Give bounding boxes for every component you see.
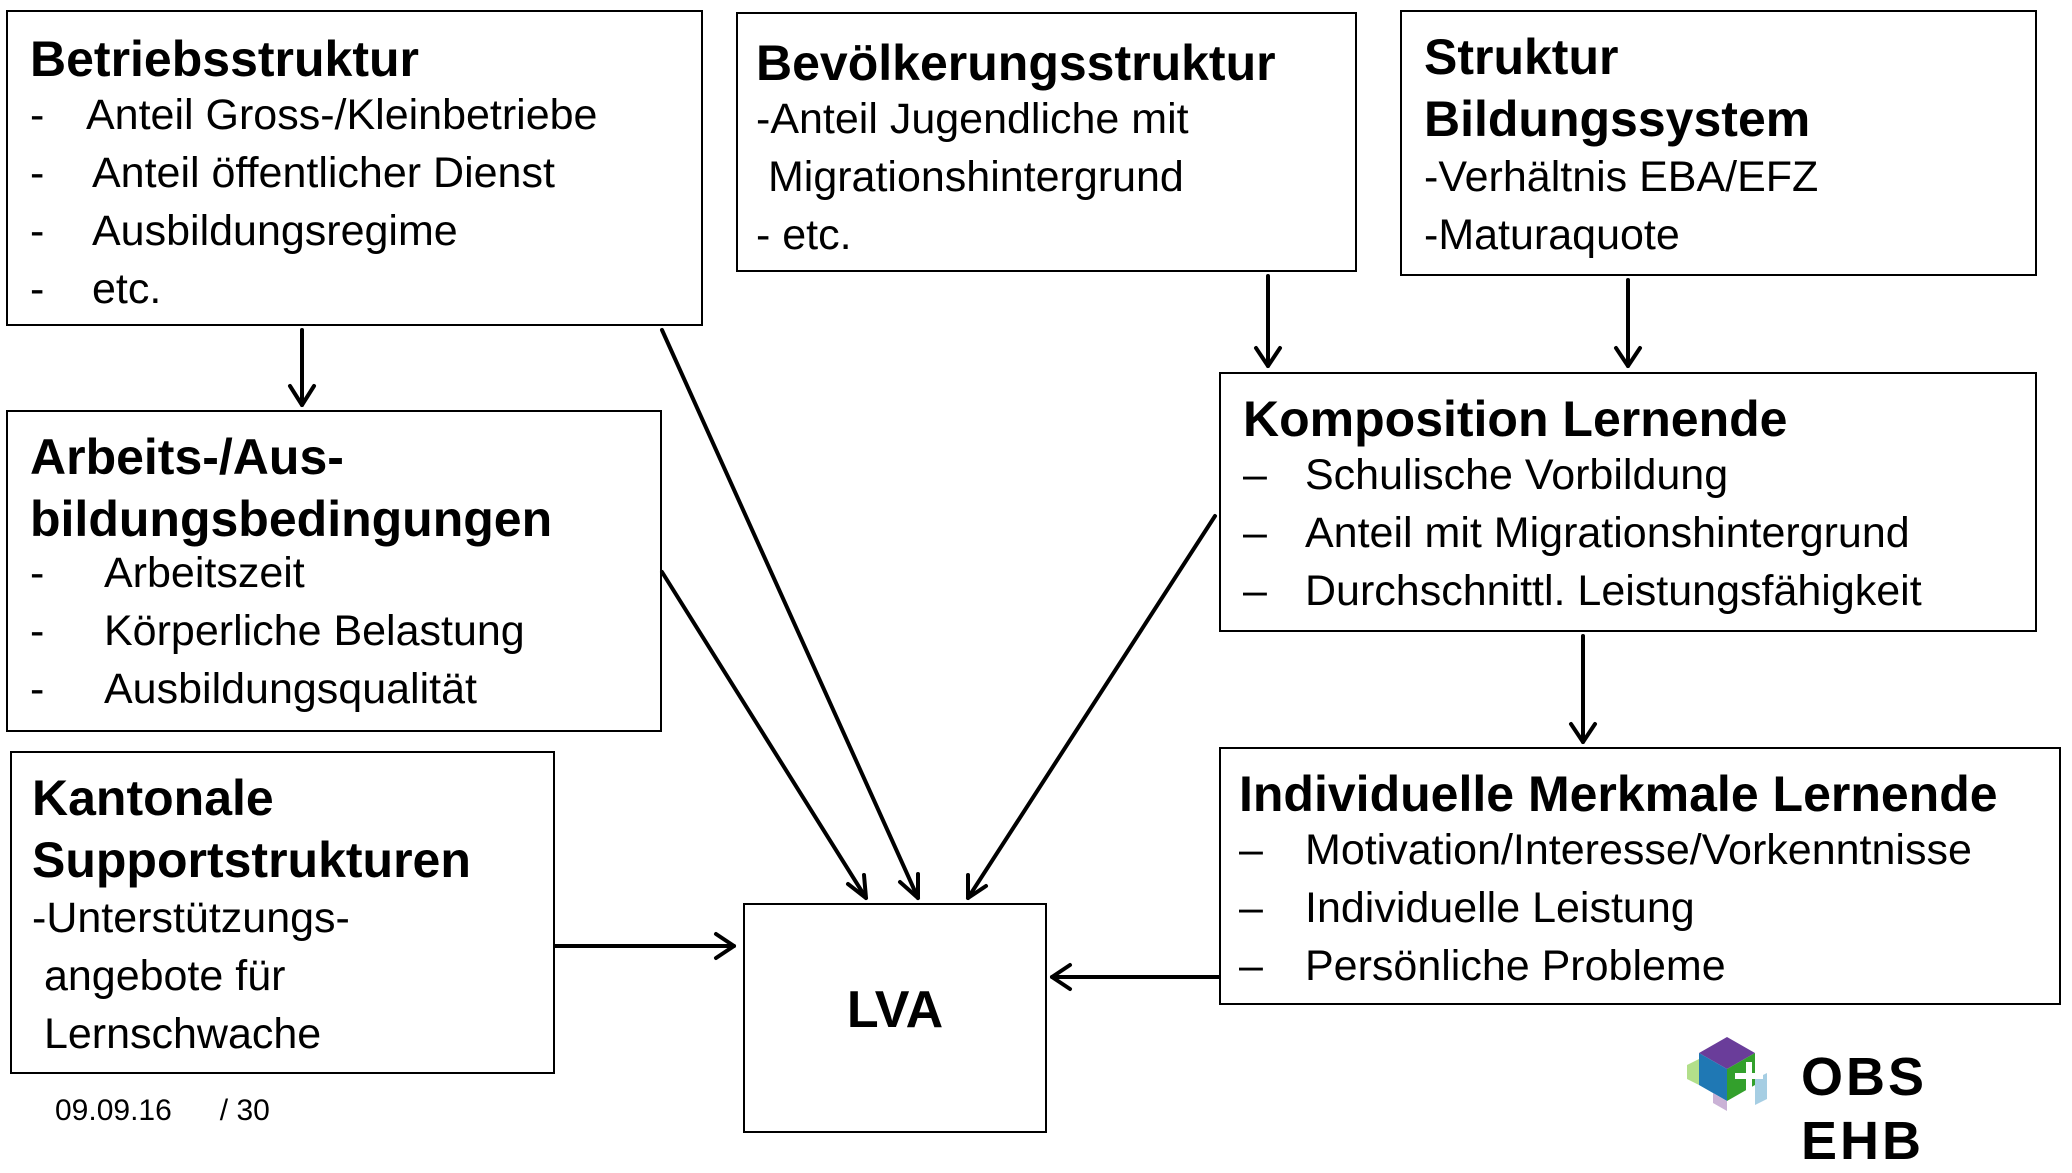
kantonale-supportstrukturen-title-line1: Kantonale bbox=[32, 770, 274, 826]
logo-cube-icon bbox=[1687, 1037, 1767, 1111]
lva-label: LVA bbox=[846, 981, 944, 1039]
arbeits-ausbildungsbedingungen-title-line1: Arbeits-/Aus- bbox=[30, 429, 344, 485]
arrowhead-komposition-to-lva bbox=[966, 873, 988, 900]
list-item: -Körperliche Belastung bbox=[30, 607, 525, 655]
connector-arrows bbox=[288, 274, 1642, 991]
betriebsstruktur-box: Betriebsstruktur -Anteil Gross-/Kleinbet… bbox=[6, 10, 703, 326]
arbeits-ausbildungsbedingungen-title-line2: bildungsbedingungen bbox=[30, 491, 553, 547]
arrowhead-bevoelkerung-to-komposition bbox=[1254, 346, 1282, 368]
struktur-bildungssystem-box: Struktur Bildungssystem -Verhältnis EBA/… bbox=[1400, 10, 2037, 276]
arbeits-ausbildungsbedingungen-box: Arbeits-/Aus- bildungsbedingungen -Arbei… bbox=[6, 410, 662, 732]
logo-text: OBS EHB bbox=[1801, 1047, 1928, 1171]
list-item: –Schulische Vorbildung bbox=[1243, 451, 1729, 499]
list-item: -etc. bbox=[30, 265, 162, 313]
list-item: –Anteil mit Migrationshintergrund bbox=[1243, 509, 1910, 557]
betriebsstruktur-title: Betriebsstruktur bbox=[30, 31, 419, 87]
arrow-arbeits-to-lva bbox=[660, 570, 868, 900]
list-item: -Ausbildungsregime bbox=[30, 207, 458, 255]
obs-ehb-logo: OBS EHB bbox=[1685, 1035, 2045, 1171]
list-item: -Ausbildungsqualität bbox=[30, 665, 477, 713]
slide-footer: 09.09.16 / 30 bbox=[55, 1093, 270, 1129]
lva-box: LVA bbox=[743, 903, 1047, 1133]
arrow-betrieb-to-lva bbox=[660, 328, 920, 900]
arrowhead-bildungssystem-to-komposition bbox=[1614, 346, 1642, 368]
struktur-bildungssystem-title-line1: Struktur bbox=[1424, 29, 1619, 85]
individuelle-merkmale-box: Individuelle Merkmale Lernende –Motivati… bbox=[1219, 747, 2061, 1005]
arrow-komposition-to-lva bbox=[966, 514, 1217, 900]
list-item: -Arbeitszeit bbox=[30, 549, 305, 597]
arrowhead-arbeits-to-lva bbox=[846, 873, 868, 900]
bevoelkerungsstruktur-title: Bevölkerungsstruktur bbox=[756, 35, 1276, 91]
list-item: -Unterstützungs- bbox=[32, 894, 350, 942]
footer-date: 09.09.16 bbox=[55, 1094, 172, 1127]
kantonale-supportstrukturen-box: Kantonale Supportstrukturen -Unterstützu… bbox=[10, 751, 555, 1074]
list-item: -Anteil Jugendliche mit bbox=[756, 95, 1189, 143]
list-item: –Motivation/Interesse/Vorkenntnisse bbox=[1239, 826, 1972, 874]
list-item: angebote für bbox=[32, 952, 286, 1000]
list-item: –Persönliche Probleme bbox=[1239, 942, 1726, 990]
arrowhead-betrieb-to-lva bbox=[898, 872, 920, 900]
list-item: Migrationshintergrund bbox=[756, 153, 1184, 201]
kantonale-supportstrukturen-title-line2: Supportstrukturen bbox=[32, 832, 471, 888]
list-item: -Anteil öffentlicher Dienst bbox=[30, 149, 555, 197]
footer-page: / 30 bbox=[219, 1094, 270, 1127]
list-item: –Individuelle Leistung bbox=[1239, 884, 1695, 932]
list-item: -Maturaquote bbox=[1424, 211, 1680, 259]
arrowhead-kantonale-to-lva bbox=[714, 932, 736, 960]
bevoelkerungsstruktur-box: Bevölkerungsstruktur -Anteil Jugendliche… bbox=[736, 12, 1357, 272]
arrowhead-betrieb-to-arbeits bbox=[288, 384, 316, 407]
list-item: -Verhältnis EBA/EFZ bbox=[1424, 153, 1819, 201]
struktur-bildungssystem-title-line2: Bildungssystem bbox=[1424, 91, 1811, 147]
list-item: Lernschwache bbox=[32, 1010, 322, 1058]
list-item: -Anteil Gross-/Kleinbetriebe bbox=[30, 91, 598, 139]
list-item: - etc. bbox=[756, 211, 852, 259]
list-item: –Durchschnittl. Leistungsfähigkeit bbox=[1243, 567, 1922, 615]
arrowhead-merkmale-to-lva bbox=[1050, 963, 1072, 991]
komposition-lernende-box: Komposition Lernende –Schulische Vorbild… bbox=[1219, 372, 2037, 632]
komposition-lernende-title: Komposition Lernende bbox=[1243, 391, 1788, 447]
arrowhead-komposition-to-merkmale bbox=[1569, 722, 1597, 744]
individuelle-merkmale-title: Individuelle Merkmale Lernende bbox=[1239, 766, 1998, 822]
